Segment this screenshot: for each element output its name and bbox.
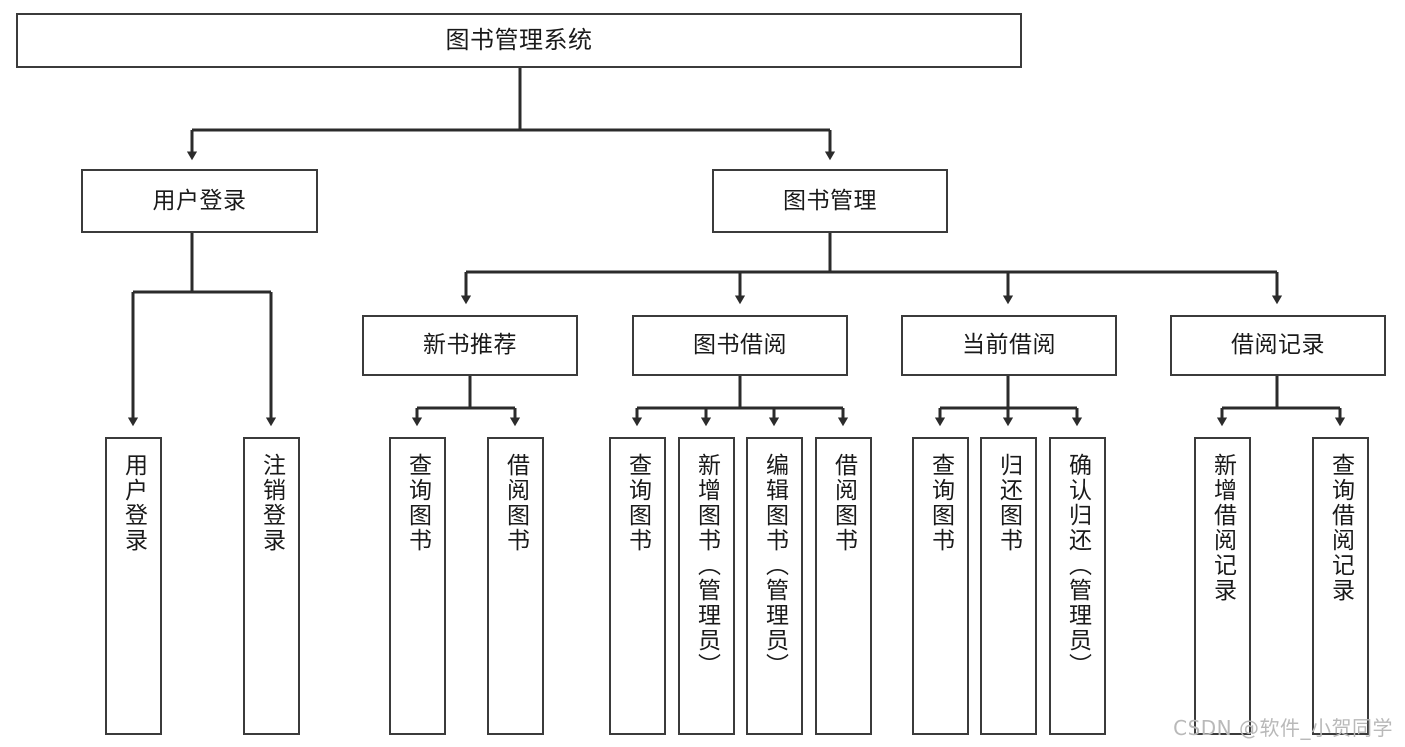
node-book-borrow[interactable]: 图书借阅 — [632, 315, 848, 376]
watermark: CSDN @软件_小贺同学 — [1173, 712, 1393, 741]
node-label: 借阅记录 — [1231, 332, 1325, 359]
node-root-book-management-system[interactable]: 图书管理系统 — [16, 13, 1022, 68]
node-label: 用户登录 — [152, 187, 247, 214]
node-label: 编辑图书（管理员） — [761, 453, 788, 678]
node-leaf-confirm-return-admin[interactable]: 确认归还（管理员） — [1049, 437, 1106, 735]
node-label: 确认归还（管理员） — [1064, 453, 1091, 678]
node-label: 图书管理系统 — [445, 25, 593, 54]
node-leaf-add-borrow-record[interactable]: 新增借阅记录 — [1194, 437, 1251, 735]
node-label: 当前借阅 — [962, 332, 1056, 359]
node-leaf-add-book-admin[interactable]: 新增图书（管理员） — [678, 437, 735, 735]
node-book-management[interactable]: 图书管理 — [712, 169, 948, 233]
node-label: 新书推荐 — [423, 332, 517, 359]
node-leaf-user-login[interactable]: 用户登录 — [105, 437, 162, 735]
node-leaf-query-book[interactable]: 查询图书 — [609, 437, 666, 735]
node-label: 用户登录 — [120, 453, 147, 553]
node-leaf-edit-book-admin[interactable]: 编辑图书（管理员） — [746, 437, 803, 735]
node-leaf-query-borrow-record[interactable]: 查询借阅记录 — [1312, 437, 1369, 735]
node-leaf-logout[interactable]: 注销登录 — [243, 437, 300, 735]
node-label: 借阅图书 — [830, 453, 857, 553]
node-leaf-return-book[interactable]: 归还图书 — [980, 437, 1037, 735]
node-leaf-borrow-book[interactable]: 借阅图书 — [815, 437, 872, 735]
node-leaf-query-book-current[interactable]: 查询图书 — [912, 437, 969, 735]
node-label: 借阅图书 — [502, 453, 529, 553]
node-label: 查询图书 — [624, 453, 651, 553]
node-label: 查询图书 — [927, 453, 954, 553]
node-current-borrow[interactable]: 当前借阅 — [901, 315, 1117, 376]
node-label: 新增借阅记录 — [1209, 453, 1236, 603]
node-leaf-query-book-recommend[interactable]: 查询图书 — [389, 437, 446, 735]
node-label: 图书管理 — [783, 187, 877, 214]
node-label: 查询图书 — [404, 453, 431, 553]
node-label: 注销登录 — [258, 453, 285, 553]
node-leaf-borrow-book-recommend[interactable]: 借阅图书 — [487, 437, 544, 735]
node-label: 查询借阅记录 — [1327, 453, 1354, 603]
node-label: 图书借阅 — [693, 332, 787, 359]
node-label: 归还图书 — [995, 453, 1022, 553]
node-new-book-recommend[interactable]: 新书推荐 — [362, 315, 578, 376]
node-label: 新增图书（管理员） — [693, 453, 720, 678]
node-borrow-record[interactable]: 借阅记录 — [1170, 315, 1386, 376]
node-user-login[interactable]: 用户登录 — [81, 169, 318, 233]
watermark-text: CSDN @软件_小贺同学 — [1173, 716, 1393, 740]
